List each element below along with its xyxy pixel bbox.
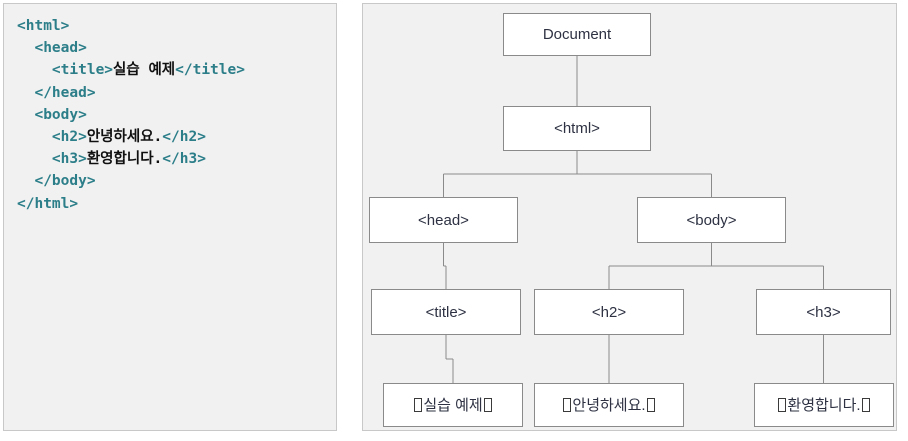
code-text: 안녕하세요. [86,128,163,145]
code-tag: <html> [17,18,70,34]
code-tag: <h2> [51,128,87,145]
code-tag: <title> [51,62,114,79]
code-tag: <h3> [51,151,87,168]
code-line: <head> [17,37,336,59]
code-text: 환영합니다. [86,151,163,168]
code-block: <html> <head> <title>실습 예제</title> </hea… [4,4,336,215]
code-line: <html> [17,15,336,37]
tree-node-label: <title> [425,303,467,321]
tree-node-label: <h3> [806,303,841,321]
code-line: <title>실습 예제</title> [17,59,336,81]
tree-node-head: <head> [369,197,518,243]
code-line: </html> [17,193,336,215]
tree-node-title: <title> [371,289,521,335]
code-line: <h2>안녕하세요.</h2> [17,126,336,148]
code-tag: </head> [34,84,96,101]
code-line: <body> [17,104,336,126]
code-tag: <head> [34,40,87,57]
html-source-code-panel: <html> <head> <title>실습 예제</title> </hea… [3,3,337,431]
code-tag: </title> [175,62,245,79]
tree-node-label: <h2> [591,303,627,321]
tree-node-label: <html> [554,120,600,137]
tree-node-h2-text: 안녕하세요. [534,383,684,427]
dom-tree-diagram-panel: Document <html> <head> <body> <title> <h2> <h3… [362,3,897,431]
code-line: </body> [17,170,336,192]
code-line: <h3>환영합니다.</h3> [17,148,336,170]
missing-glyph-quote-close-icon [646,398,655,412]
code-line: </head> [17,82,336,104]
missing-glyph-quote-close-icon [861,398,870,412]
tree-node-label: 환영합니다. [787,396,861,414]
tree-node-title-text: 실습 예제 [383,383,523,427]
tree-node-h3: <h3> [756,289,891,335]
code-tag: </body> [34,173,96,190]
missing-glyph-quote-open-icon [778,398,787,412]
code-tag: </h3> [162,151,206,168]
code-tag: </html> [17,195,79,212]
code-text: 실습 예제 [113,62,176,79]
tree-node-h2: <h2> [534,289,684,335]
tree-node-body: <body> [637,197,786,243]
tree-node-html: <html> [503,106,651,151]
missing-glyph-quote-open-icon [414,398,423,412]
missing-glyph-quote-close-icon [483,398,492,412]
code-tag: </h2> [162,128,206,145]
tree-node-document: Document [503,13,651,56]
tree-node-label: Document [542,26,612,43]
tree-node-label: <body> [686,211,737,229]
missing-glyph-quote-open-icon [563,398,572,412]
tree-connector-lines [443,56,824,383]
tree-node-label: 안녕하세요. [572,396,646,414]
tree-node-label: <head> [418,211,469,229]
tree-node-label: 실습 예제 [423,396,483,414]
code-tag: <body> [34,106,87,123]
tree-node-h3-text: 환영합니다. [754,383,894,427]
